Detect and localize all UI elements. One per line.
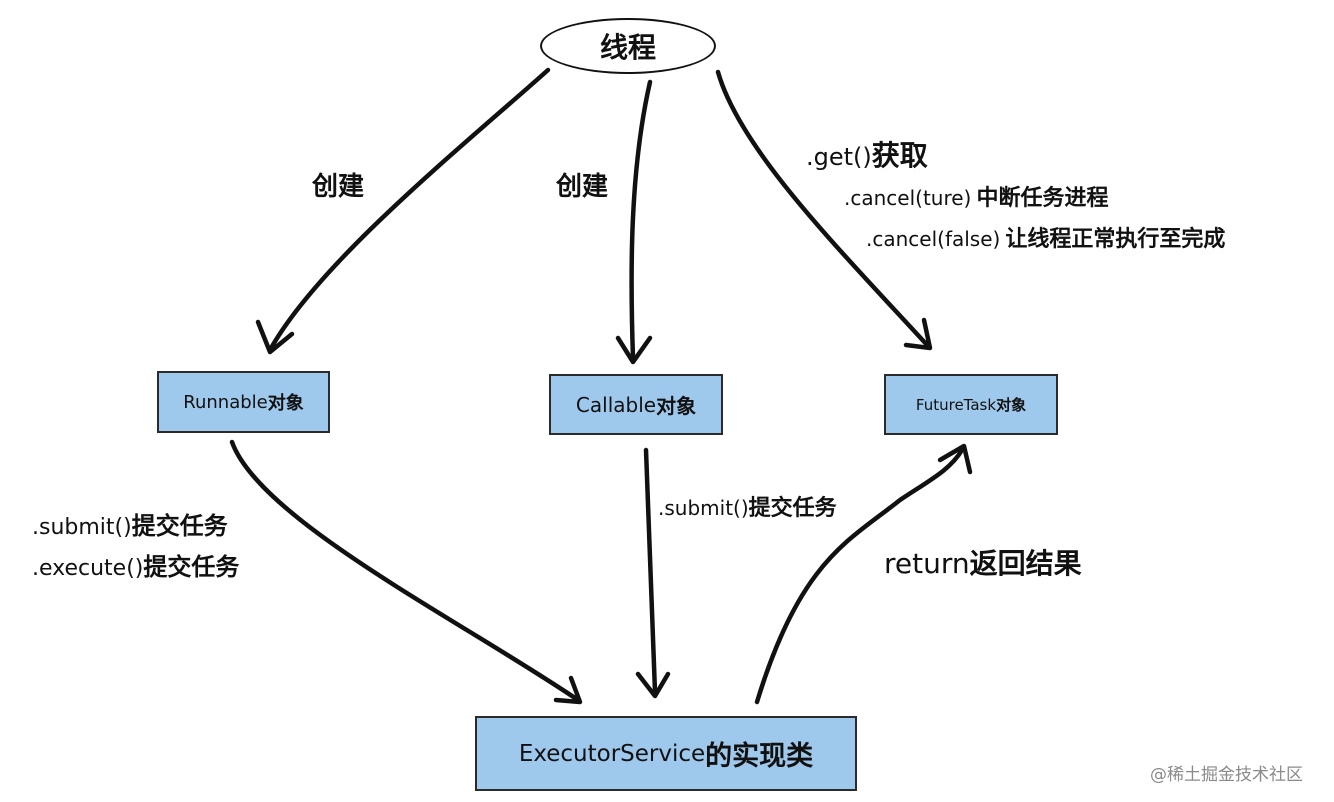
arrowhead-futuretask <box>903 317 933 351</box>
arrow-thread-to-runnable <box>267 67 551 353</box>
cancel-true-method: .cancel(ture) <box>844 186 972 210</box>
watermark: @稀土掘金技术社区 <box>1150 765 1303 785</box>
execute-left-text: 提交任务 <box>143 553 240 581</box>
get-method: .get() <box>806 143 872 171</box>
arrowhead-callable <box>615 335 653 365</box>
submit-middle-method: .submit() <box>658 496 749 520</box>
thread-node: 线程 <box>540 18 716 74</box>
arrow-runnable-to-executor <box>229 439 581 703</box>
callable-name: Callable <box>575 392 657 417</box>
arrow-thread-to-futuretask <box>715 69 931 349</box>
submit-left-method: .submit() <box>32 515 132 540</box>
futuretask-name: FutureTask <box>915 395 997 414</box>
cancel-true-text: 中断任务进程 <box>976 186 1109 211</box>
create-label-middle: 创建 <box>556 172 609 202</box>
cancel-false-text: 让线程正常执行至完成 <box>1005 227 1226 252</box>
submit-middle-text: 提交任务 <box>748 496 837 521</box>
thread-label: 线程 <box>599 31 656 64</box>
arrow-callable-to-executor <box>643 447 658 695</box>
arrowhead-executor-left <box>553 675 583 705</box>
submit-left-text: 提交任务 <box>131 512 228 540</box>
runnable-suffix: 对象 <box>267 393 304 414</box>
arrow-thread-to-callable <box>629 79 653 361</box>
return-result-label: return返回结果 <box>884 542 1082 582</box>
futuretask-suffix: 对象 <box>996 396 1027 414</box>
cancel-true-label: .cancel(ture) 中断任务进程 <box>844 180 1108 212</box>
execute-left-method: .execute() <box>32 556 144 581</box>
return-method: return <box>884 547 970 580</box>
cancel-false-method: .cancel(false) <box>866 227 1001 251</box>
return-text: 返回结果 <box>969 547 1082 580</box>
arrow-executor-to-futuretask <box>754 447 965 705</box>
get-text: 获取 <box>871 139 928 172</box>
arrowhead-executor-middle <box>635 671 671 699</box>
execute-left-label: .execute()提交任务 <box>32 547 239 582</box>
arrowhead-futuretask-return <box>937 443 973 475</box>
callable-suffix: 对象 <box>656 394 697 418</box>
runnable-name: Runnable <box>183 391 268 413</box>
submit-middle-label: .submit()提交任务 <box>658 490 837 522</box>
get-label: .get()获取 <box>806 134 928 174</box>
submit-left-label: .submit()提交任务 <box>32 506 228 541</box>
create-label-left: 创建 <box>312 172 365 202</box>
executor-suffix: 的实现类 <box>705 741 814 772</box>
cancel-false-label: .cancel(false) 让线程正常执行至完成 <box>866 221 1225 253</box>
executor-name: ExecutorService <box>518 740 706 767</box>
arrowhead-runnable <box>255 319 295 355</box>
